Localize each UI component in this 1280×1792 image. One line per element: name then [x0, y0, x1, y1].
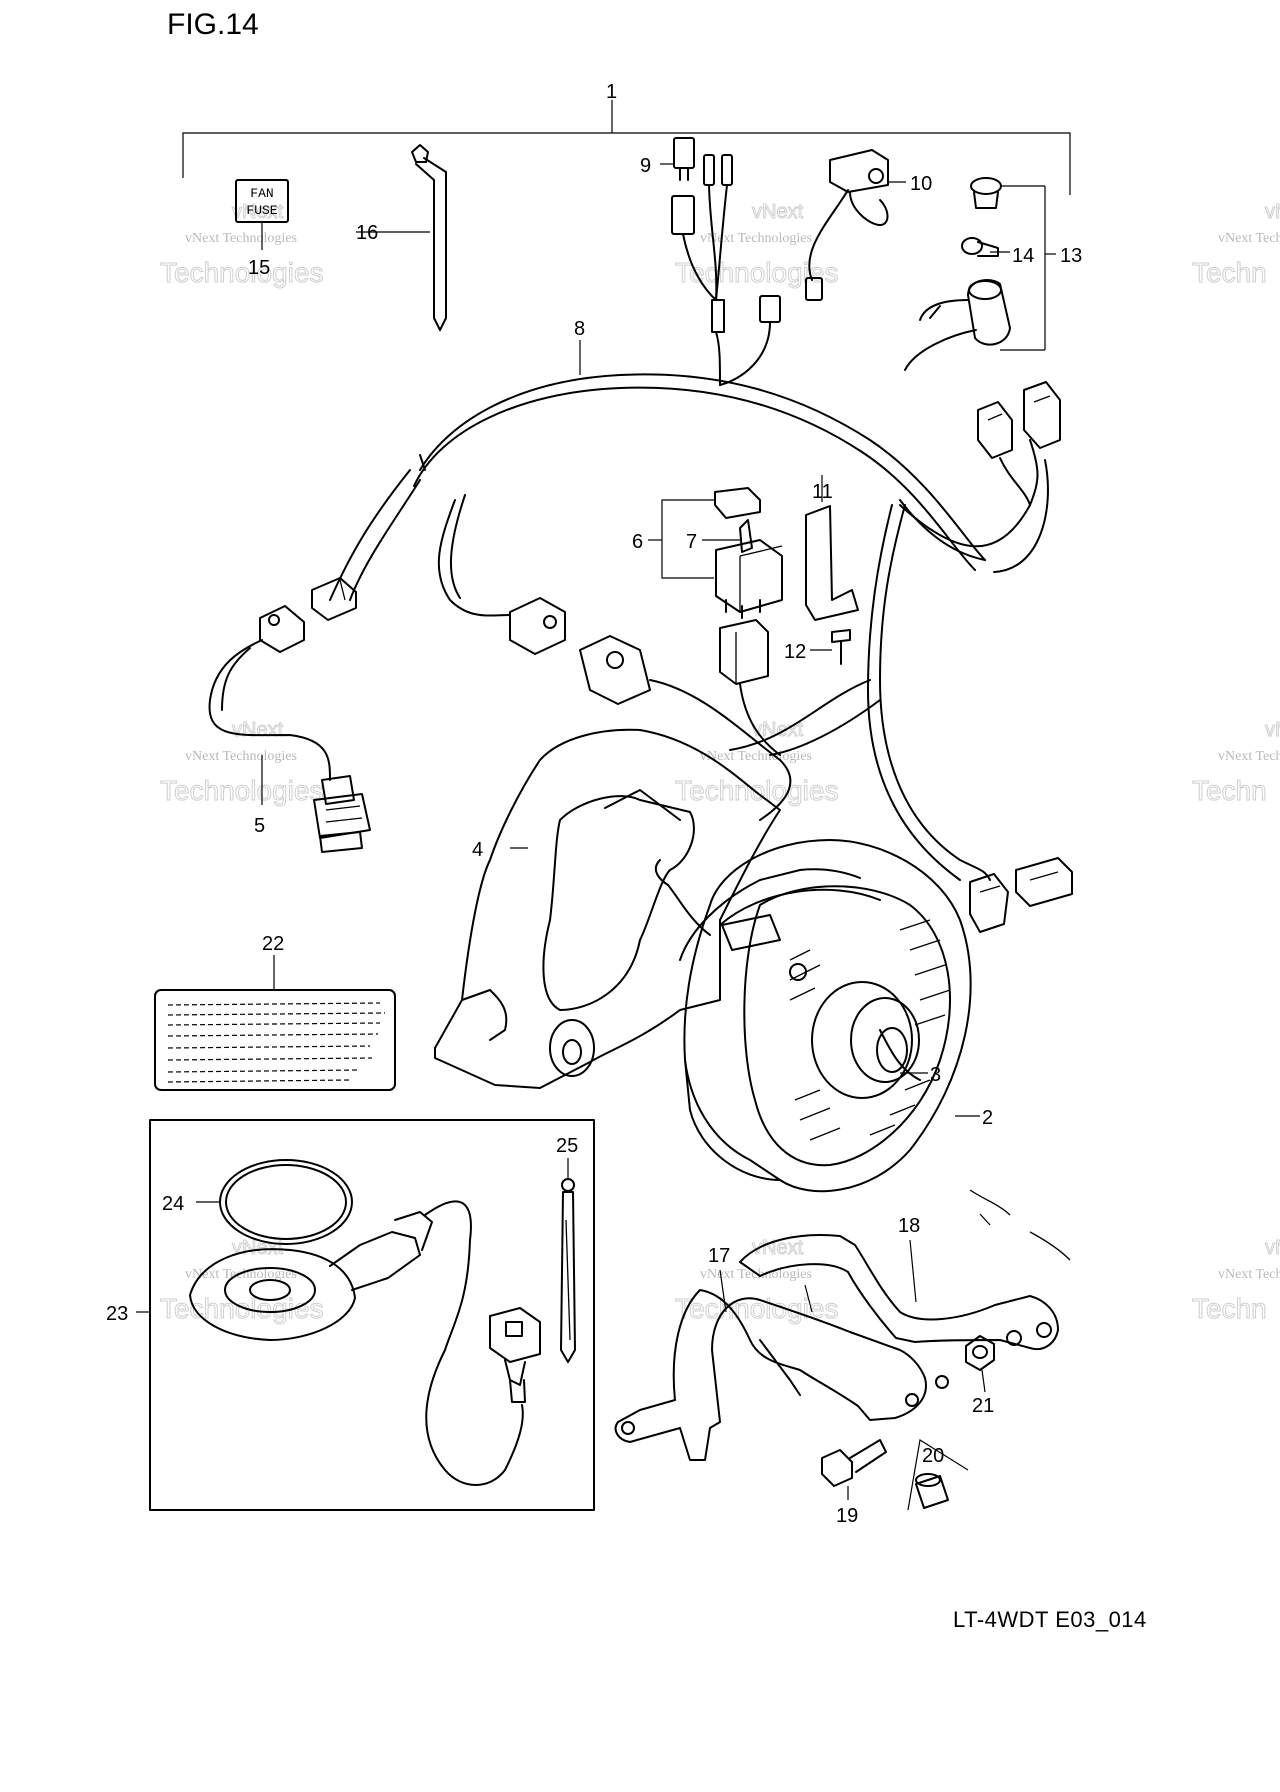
- callout-18: 18: [898, 1215, 920, 1237]
- svg-text:vNext: vNext: [232, 719, 284, 741]
- bracket-17: [614, 1269, 949, 1461]
- watermark-low-center: vNext Technologies Technologies vNext: [675, 1237, 839, 1325]
- callout-22: 22: [262, 933, 284, 955]
- svg-text:Techn: Techn: [1192, 775, 1267, 806]
- callout-13: 13: [1060, 245, 1082, 267]
- watermarks: vNext Technologies Technologies vNext vN…: [160, 201, 1280, 1325]
- relay-6: [648, 487, 783, 619]
- callout-11: 11: [812, 481, 833, 503]
- watermark-mid-left: vNext Technologies Technologies vNext: [160, 719, 324, 807]
- connector-fan-b: [1015, 857, 1073, 907]
- callout-25: 25: [556, 1135, 578, 1157]
- callout-3: 3: [930, 1064, 941, 1086]
- callout-10: 10: [910, 173, 932, 195]
- connector-middle-a: [509, 597, 566, 655]
- switch-10: [805, 149, 906, 301]
- watermark-low-right: vNext Technolo Techn vN: [1192, 1237, 1280, 1325]
- nut-21: [965, 1335, 995, 1393]
- svg-text:vNext: vNext: [752, 201, 804, 223]
- connector-13: [904, 177, 1056, 371]
- bracket-11: [805, 475, 859, 621]
- fuse-label-line2: FUSE: [246, 203, 277, 218]
- fan-fuse-label: FAN FUSE: [235, 179, 289, 250]
- svg-text:vNext Technolo: vNext Technolo: [1218, 1267, 1280, 1282]
- collar-20: [907, 1439, 969, 1511]
- callouts: 1 2 3 4 5 6 7 8 9 10 11 12 13 14 15 16 1…: [106, 81, 1082, 1527]
- relay-socket: [719, 619, 781, 756]
- temperature-sensor-5: [261, 755, 371, 853]
- svg-text:vNext Technolo: vNext Technolo: [1218, 749, 1280, 764]
- watermark-mid-right: vNext Technolo Techn vN: [1192, 719, 1280, 807]
- svg-text:vNext Technologies: vNext Technologies: [185, 231, 297, 246]
- svg-text:vNext Technologies: vNext Technologies: [185, 749, 297, 764]
- callout-7: 7: [686, 531, 697, 553]
- callout-24: 24: [162, 1193, 184, 1215]
- figure-title: FIG.14: [167, 8, 259, 41]
- screw-12: [810, 629, 851, 665]
- watermark-top-left: vNext Technologies Technologies vNext: [160, 201, 324, 289]
- fan-motor-2: [654, 839, 980, 1193]
- svg-text:Technologies: Technologies: [160, 257, 323, 288]
- watermark-mid-center: vNext Technologies Technologies vNext: [675, 719, 839, 807]
- svg-text:vNext Technolo: vNext Technolo: [1218, 231, 1280, 246]
- connector-fan-a: [969, 873, 1009, 933]
- wiring-harness-8: [329, 340, 1049, 881]
- svg-text:vN: vN: [1265, 719, 1280, 741]
- watermark-low-left: vNext Technologies Technologies vNext: [160, 1237, 324, 1325]
- fan-blade-3: [879, 1029, 928, 1081]
- callout-8: 8: [574, 318, 585, 340]
- svg-text:Techn: Techn: [1192, 1293, 1267, 1324]
- callout-15: 15: [248, 257, 270, 279]
- fan-shroud-4: [434, 728, 781, 1089]
- callout-6: 6: [632, 531, 643, 553]
- bolt-19: [821, 1439, 887, 1500]
- fuse-label-line1: FAN: [250, 186, 273, 201]
- speed-sensor-23: [189, 1200, 541, 1486]
- callout-2: 2: [982, 1107, 993, 1129]
- caution-label-22: [154, 955, 396, 1091]
- callout-1: 1: [606, 81, 617, 103]
- svg-text:vNext Technologies: vNext Technologies: [700, 1267, 812, 1282]
- svg-text:vNext: vNext: [752, 1237, 804, 1259]
- callout-9: 9: [640, 155, 651, 177]
- bracket-18: [739, 1234, 1059, 1350]
- callout-17: 17: [708, 1245, 730, 1267]
- svg-text:Technologies: Technologies: [160, 775, 323, 806]
- svg-text:vN: vN: [1265, 1237, 1280, 1259]
- sketch-marks: [969, 1189, 1071, 1261]
- cable-tie-25: [560, 1158, 576, 1363]
- callout-19: 19: [836, 1505, 858, 1527]
- svg-text:Techn: Techn: [1192, 257, 1267, 288]
- connector-left-upper: [311, 577, 357, 621]
- svg-text:vNext Technologies: vNext Technologies: [185, 1267, 297, 1282]
- callout-5: 5: [254, 815, 265, 837]
- connector-left-lower: [208, 605, 331, 781]
- svg-text:Technologies: Technologies: [675, 257, 838, 288]
- svg-text:Technologies: Technologies: [160, 1293, 323, 1324]
- diagram-code: LT-4WDT E03_014: [953, 1607, 1147, 1632]
- connector-middle-b: [579, 635, 792, 821]
- connector-pair-right: [977, 381, 1061, 506]
- svg-text:vNext: vNext: [232, 201, 284, 223]
- callout-20: 20: [922, 1445, 944, 1467]
- svg-text:Technologies: Technologies: [675, 775, 838, 806]
- assembly-bracket: [182, 100, 1071, 195]
- callout-21: 21: [972, 1395, 994, 1417]
- o-ring-24: [196, 1159, 353, 1245]
- callout-16: 16: [356, 222, 378, 244]
- watermark-top-right: vNext Technolo Techn vN: [1192, 201, 1280, 289]
- svg-text:vN: vN: [1265, 201, 1280, 223]
- svg-text:vNext: vNext: [752, 719, 804, 741]
- callout-23: 23: [106, 1303, 128, 1325]
- callout-12: 12: [784, 641, 806, 663]
- cable-tie-16: [356, 144, 447, 331]
- callout-4: 4: [472, 839, 483, 861]
- callout-14: 14: [1012, 245, 1034, 267]
- fuse-9: [660, 137, 695, 181]
- svg-text:vNext Technologies: vNext Technologies: [700, 231, 812, 246]
- sensor-kit-box: [136, 1119, 595, 1511]
- fuse-leads: [671, 154, 781, 386]
